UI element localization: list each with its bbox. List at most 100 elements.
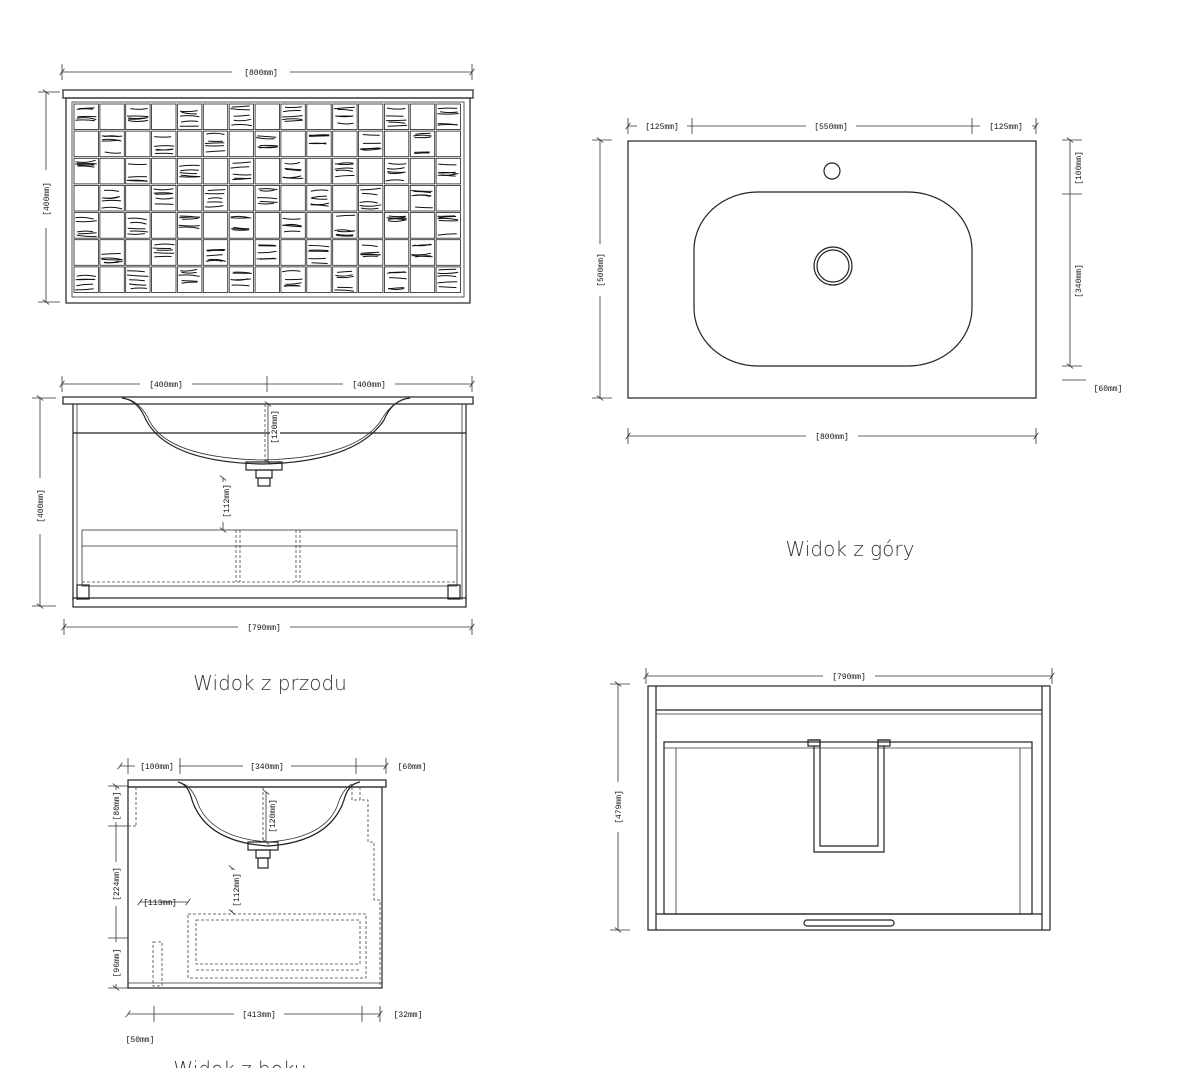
tile — [202, 103, 229, 131]
wood-grain — [386, 167, 405, 170]
wood-grain — [103, 189, 120, 192]
wood-grain — [207, 197, 223, 200]
tile — [383, 130, 410, 158]
wood-grain — [128, 117, 149, 119]
wood-grain — [413, 190, 432, 194]
wood-grain — [437, 174, 456, 177]
wood-grain — [437, 281, 458, 284]
wood-grain — [257, 135, 277, 138]
tile — [280, 184, 306, 212]
wood-grain — [127, 163, 147, 165]
wood-grain — [360, 187, 381, 191]
wood-grain — [385, 179, 405, 182]
tile — [306, 212, 332, 239]
tile — [332, 239, 358, 266]
wood-grain — [362, 255, 378, 258]
dim-top-bottom: [800mm] — [815, 433, 849, 442]
wood-grain — [181, 111, 197, 115]
wood-grain — [207, 258, 226, 262]
wood-grain — [362, 134, 380, 136]
tile — [254, 103, 280, 131]
wood-grain — [206, 254, 223, 257]
wood-grain — [415, 255, 432, 258]
wood-grain — [231, 284, 250, 287]
wood-grain — [284, 106, 303, 109]
dim-side-b1: [413mm] — [242, 1011, 276, 1020]
tile — [306, 184, 332, 212]
wood-grain — [387, 124, 408, 127]
wood-grain — [413, 243, 431, 247]
wood-grain — [285, 282, 302, 285]
wood-grain — [127, 233, 145, 235]
tile-pattern — [73, 103, 461, 293]
wood-grain — [411, 194, 432, 197]
wood-grain — [101, 199, 122, 202]
wood-grain — [335, 174, 355, 178]
top-view: [125mm] [550mm] [125mm] [500mm] [100mm] … — [592, 118, 1122, 561]
dim-side-b2: [32mm] — [394, 1011, 423, 1020]
wood-grain — [76, 234, 97, 238]
dim-side-inner: [113mm] — [143, 899, 177, 908]
wood-grain — [180, 115, 200, 118]
dim-drain-height: [112mm] — [223, 484, 232, 518]
wood-grain — [101, 253, 121, 255]
caption-side-view: Widok z boku — [173, 1057, 306, 1068]
dim-top-r3: [60mm] — [1094, 385, 1123, 394]
wood-grain — [179, 110, 198, 113]
wood-grain — [337, 270, 353, 273]
wood-grain — [360, 253, 380, 256]
wood-grain — [206, 132, 225, 135]
tile — [332, 266, 358, 293]
wood-grain — [154, 136, 172, 138]
wood-grain — [334, 229, 353, 232]
wood-grain — [101, 206, 123, 210]
wood-grain — [230, 215, 252, 219]
wood-grain — [232, 173, 252, 176]
wood-grain — [387, 219, 407, 222]
dim-side-t1: [100mm] — [140, 763, 174, 772]
wood-grain — [230, 108, 250, 111]
dim-front-height: [400mm] — [43, 182, 52, 216]
wood-grain — [180, 174, 201, 178]
dim-back-height: [479mm] — [615, 790, 624, 824]
wood-grain — [388, 215, 407, 218]
tile — [177, 239, 203, 266]
tile — [177, 184, 203, 212]
tile — [254, 130, 280, 158]
wood-grain — [438, 268, 457, 271]
wood-grain — [75, 288, 94, 291]
wood-grain — [415, 206, 433, 209]
tile — [177, 130, 203, 158]
wood-grain — [130, 221, 147, 225]
wood-grain — [308, 142, 327, 145]
wood-grain — [127, 274, 149, 277]
wood-grain — [334, 167, 354, 170]
back-view: [790mm] [479mm] — [610, 668, 1055, 933]
wood-grain — [282, 224, 302, 228]
wood-grain — [77, 115, 97, 118]
wood-grain — [386, 119, 407, 122]
wood-grain — [127, 227, 146, 230]
tile — [202, 212, 229, 239]
wood-grain — [282, 217, 301, 220]
wood-grain — [101, 135, 123, 137]
wood-grain — [179, 172, 198, 175]
wood-grain — [127, 119, 149, 122]
wood-grain — [76, 117, 97, 121]
tile — [151, 103, 177, 131]
wood-grain — [128, 283, 147, 286]
front-tiles-view: [800mm] [400mm] — [38, 64, 475, 305]
wood-grain — [256, 197, 278, 200]
wood-grain — [359, 204, 382, 207]
wood-grain — [257, 146, 277, 149]
wood-grain — [76, 162, 97, 165]
wood-grain — [130, 108, 148, 110]
tile — [228, 239, 254, 266]
dim-side-drain: [112mm] — [233, 873, 242, 907]
wood-grain — [232, 278, 252, 281]
wood-grain — [180, 268, 198, 272]
tile — [228, 184, 254, 212]
wood-grain — [180, 120, 199, 123]
wood-grain — [156, 249, 174, 251]
